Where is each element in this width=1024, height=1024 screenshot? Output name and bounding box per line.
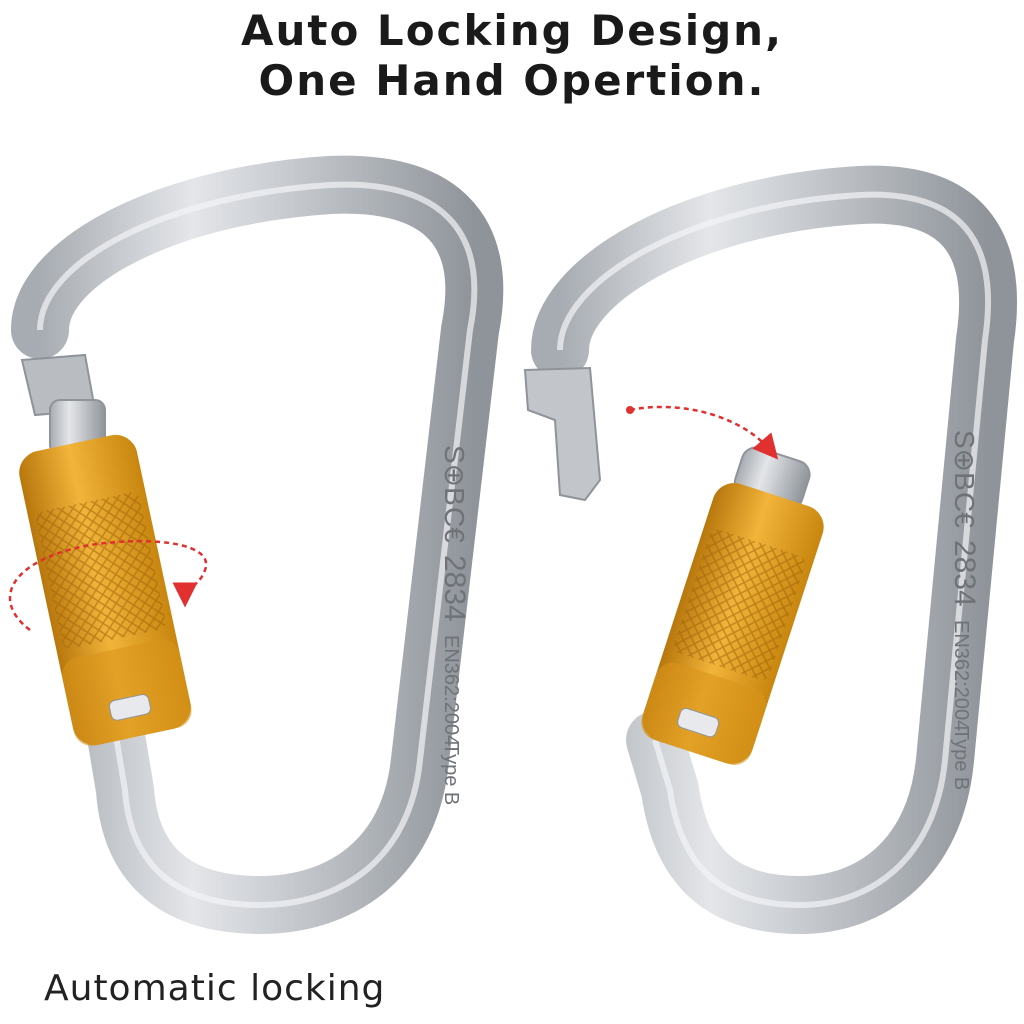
headline-line-2: One Hand Opertion. bbox=[258, 56, 766, 105]
left-engraving-type: Type B bbox=[440, 743, 462, 805]
right-engraving-ce: C€ bbox=[949, 492, 980, 528]
left-engraving-brand: S⊕B bbox=[439, 445, 470, 506]
right-locking-sleeve bbox=[641, 446, 824, 765]
left-carabiner bbox=[8, 155, 504, 934]
headline: Auto Locking Design, One Hand Opertion. bbox=[0, 6, 1024, 106]
left-engraving-ce: C€ bbox=[439, 507, 470, 543]
left-engraving-code: 2834 bbox=[438, 555, 471, 622]
right-nose bbox=[523, 366, 602, 502]
headline-line-1: Auto Locking Design, bbox=[240, 6, 784, 55]
left-engraving-standard: EN362:2004 bbox=[440, 635, 462, 746]
right-carabiner bbox=[523, 165, 1017, 934]
right-engraving-code: 2834 bbox=[948, 540, 981, 607]
right-engraving-brand: S⊕B bbox=[949, 430, 980, 491]
caption: Automatic locking bbox=[44, 968, 386, 1009]
left-locking-sleeve bbox=[19, 434, 192, 746]
left-engraving: S⊕B C€ 2834 EN362:2004 Type B bbox=[438, 445, 471, 805]
right-engraving-standard: EN362:2004 bbox=[950, 620, 972, 731]
right-engraving-type: Type B bbox=[950, 728, 972, 790]
right-engraving: S⊕B C€ 2834 EN362:2004 Type B bbox=[948, 430, 981, 790]
left-rotation-arrow bbox=[8, 539, 208, 631]
right-swing-arrow bbox=[629, 405, 779, 460]
